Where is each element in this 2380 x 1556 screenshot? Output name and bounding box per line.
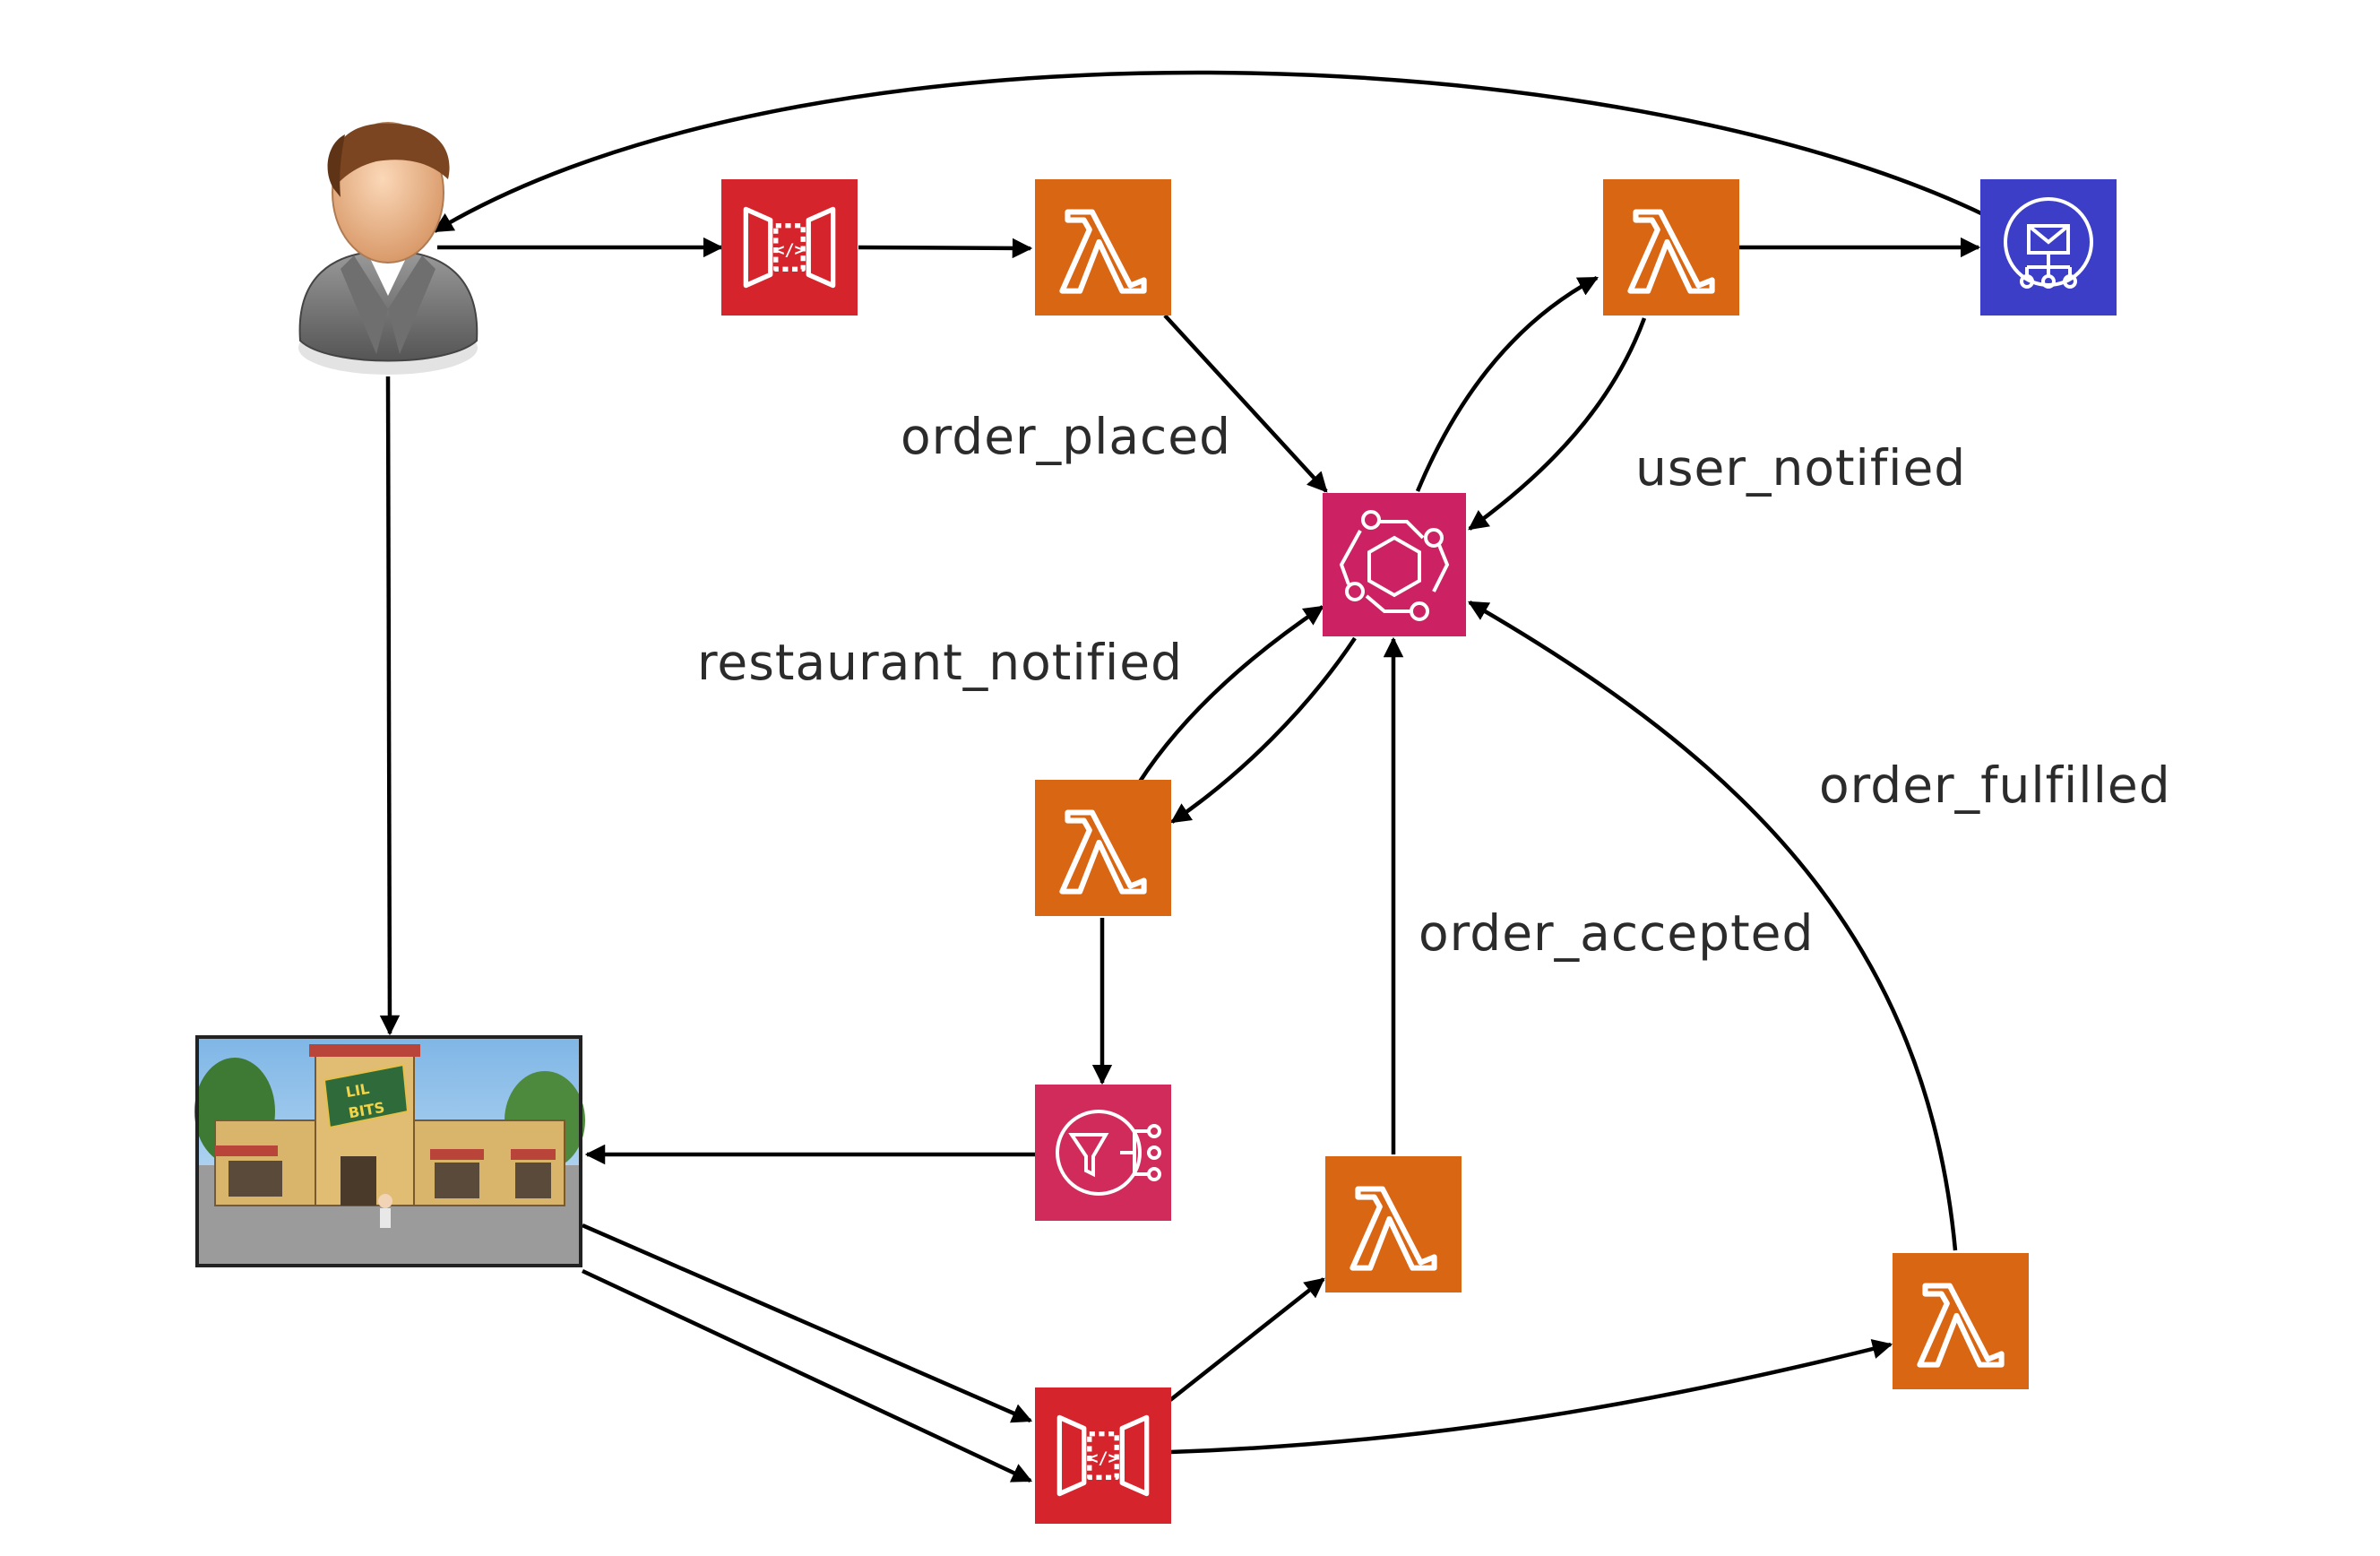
edge-eventbus-to-restaurant-lambda bbox=[1170, 636, 1357, 824]
label-order-fulfilled: order_fulfilled bbox=[1819, 756, 2171, 814]
lambda-icon bbox=[1035, 179, 1171, 316]
edge-labels: order_placed user_notified restaurant_no… bbox=[697, 408, 2171, 962]
edge-restaurant-to-apigw-1 bbox=[582, 1223, 1033, 1423]
edges bbox=[379, 70, 1986, 1483]
lambda-icon bbox=[1325, 1156, 1462, 1292]
restaurant-photo-icon: LIL BITS bbox=[194, 1035, 585, 1267]
edge-apigw-to-lambda bbox=[858, 238, 1033, 259]
edge-restaurant-lambda-to-eventbus bbox=[1136, 605, 1324, 786]
api-gateway-icon bbox=[1035, 1387, 1171, 1524]
lambda-icon bbox=[1035, 780, 1171, 916]
api-gateway-icon bbox=[721, 179, 858, 316]
edge-customer-to-restaurant bbox=[379, 376, 401, 1036]
eventbridge-icon bbox=[1323, 493, 1466, 636]
email-notification-icon bbox=[1980, 179, 2117, 316]
label-order-placed: order_placed bbox=[901, 408, 1231, 465]
lambda-icon bbox=[1893, 1253, 2029, 1389]
lambda-icon bbox=[1603, 179, 1739, 316]
edge-apigw-to-accept-lambda bbox=[1168, 1277, 1325, 1402]
sns-filter-icon bbox=[1035, 1085, 1171, 1221]
edge-lambda-to-eventbus bbox=[1163, 314, 1328, 493]
label-restaurant-notified: restaurant_notified bbox=[697, 634, 1183, 691]
edge-fulfill-lambda-to-eventbus bbox=[1468, 601, 1958, 1251]
restaurant-sign-line1: LIL bbox=[344, 1080, 370, 1101]
label-order-accepted: order_accepted bbox=[1419, 904, 1814, 962]
edge-notify-lambda-to-eventbus bbox=[1468, 317, 1647, 531]
edge-eventbus-to-notify-lambda bbox=[1415, 276, 1599, 492]
person-avatar-icon bbox=[298, 122, 479, 375]
edge-apigw-to-fulfill-lambda bbox=[1169, 1338, 1893, 1455]
label-user-notified: user_notified bbox=[1635, 439, 1966, 497]
edge-restaurant-to-apigw-2 bbox=[582, 1268, 1033, 1483]
edge-email-to-customer bbox=[433, 70, 1986, 233]
